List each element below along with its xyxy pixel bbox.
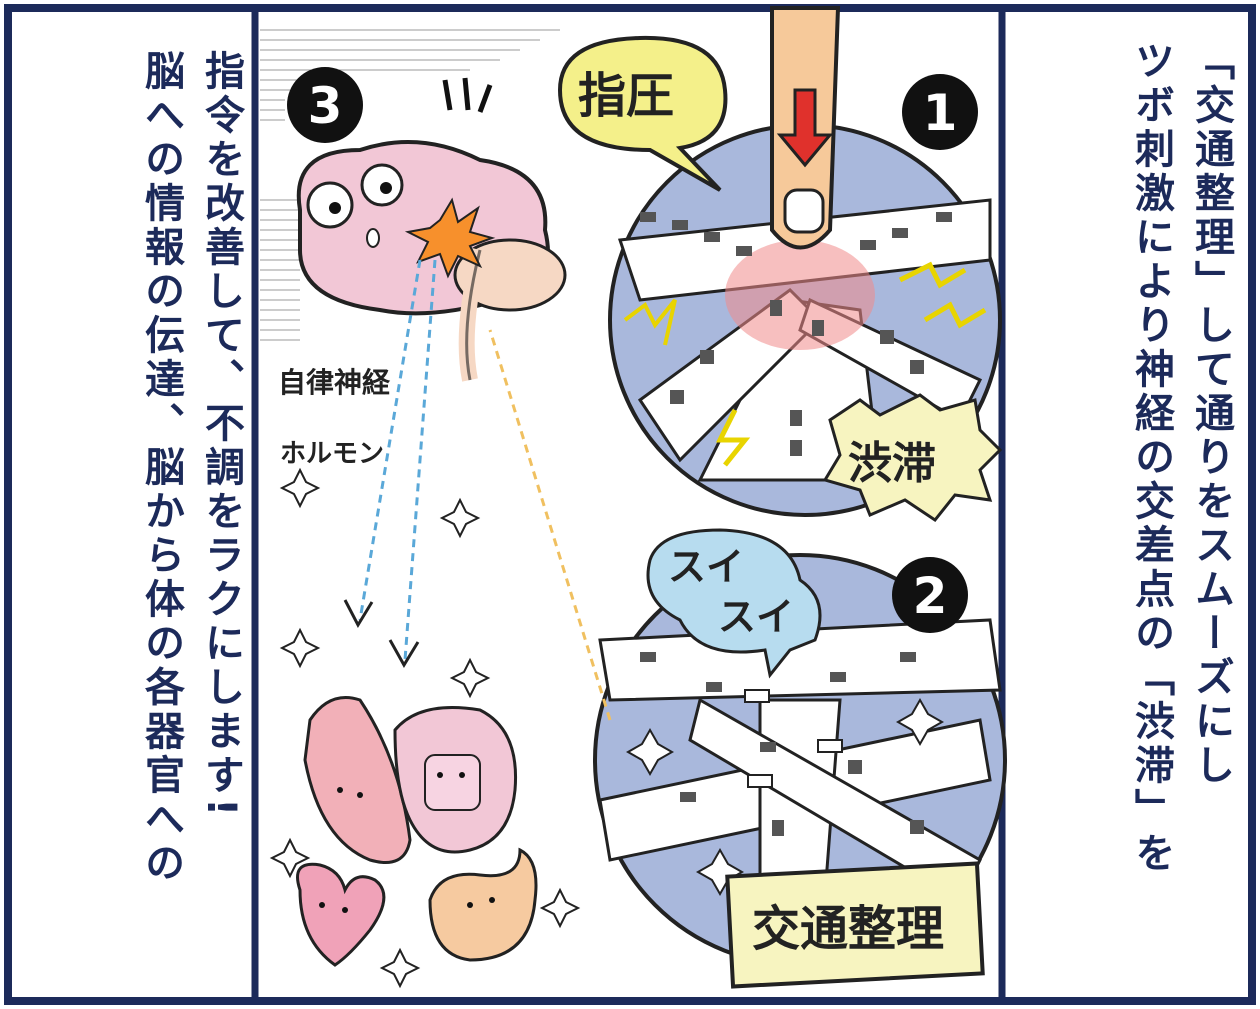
hormone-label: ホルモン (280, 439, 384, 469)
left-caption-box: 脳への情報の伝達、脳から体の各器官への 指令を改善して、不調をラクにします! (138, 50, 244, 886)
left-caption-line2: 指令を改善して、不調をラクにします! (198, 50, 244, 821)
brain-character (296, 140, 567, 382)
suisui-line1: スイ (668, 545, 744, 589)
congestion-burst: 渋滞 (822, 393, 1003, 523)
arrow-head-icons (343, 599, 420, 668)
svg-text:3: 3 (308, 77, 343, 135)
traffic-control-label: 交通整理 (752, 901, 944, 957)
speech-bubble-shiatsu: 指圧 (557, 35, 728, 192)
left-caption-line1: 脳への情報の伝達、脳から体の各器官への (138, 50, 184, 886)
shiatsu-label: 指圧 (578, 68, 674, 124)
hatching-lines (260, 29, 560, 341)
traffic-control-sign: 交通整理 (725, 861, 985, 989)
step-3-badge: 3 (287, 67, 363, 143)
step-1-badge: 1 (902, 74, 978, 150)
right-caption-line2: 「交通整理」して通りをスムーズにし (1188, 40, 1234, 788)
speech-bubble-suisui: スイ スイ (646, 528, 822, 679)
sparkle-icons (269, 467, 581, 989)
right-caption-line1: ツボ刺激により神経の交差点の「渋滞」を (1128, 40, 1174, 876)
step-2-badge: 2 (892, 557, 968, 633)
stomach-character (428, 847, 538, 962)
arrow-down-icon (776, 88, 834, 168)
organ-characters (296, 696, 538, 967)
right-caption-box: ツボ刺激により神経の交差点の「渋滞」を 「交通整理」して通りをスムーズにし (1128, 40, 1234, 876)
suisui-line2: スイ (718, 595, 794, 639)
spark-icon (404, 197, 496, 279)
finger-illustration (770, 6, 841, 250)
heart-character (296, 862, 386, 967)
muscle-character (303, 696, 412, 864)
excitement-marks (442, 77, 493, 113)
svg-text:1: 1 (923, 84, 958, 142)
congestion-label: 渋滞 (848, 438, 936, 489)
svg-text:2: 2 (913, 567, 948, 625)
nerve-return-arrow (488, 329, 612, 721)
nerve-signal-arrows (358, 259, 437, 661)
autonomic-nerve-label: 自律神経 (278, 366, 391, 399)
